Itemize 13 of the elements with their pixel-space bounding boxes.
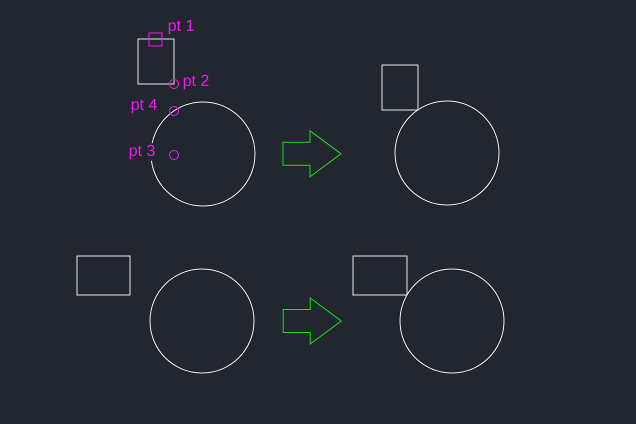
block-arrow: [282, 297, 342, 345]
circle: [394, 100, 500, 206]
point-label: pt 2: [181, 73, 211, 91]
point-label: pt 1: [166, 18, 196, 36]
rectangle: [382, 64, 418, 110]
rectangle: [138, 38, 174, 84]
block-arrow: [282, 130, 342, 178]
rectangle: [352, 256, 408, 296]
point-label: pt 4: [129, 97, 159, 115]
circle: [400, 268, 504, 374]
point-label: pt 3: [127, 143, 157, 161]
circle: [150, 268, 254, 374]
rectangle: [76, 256, 130, 296]
